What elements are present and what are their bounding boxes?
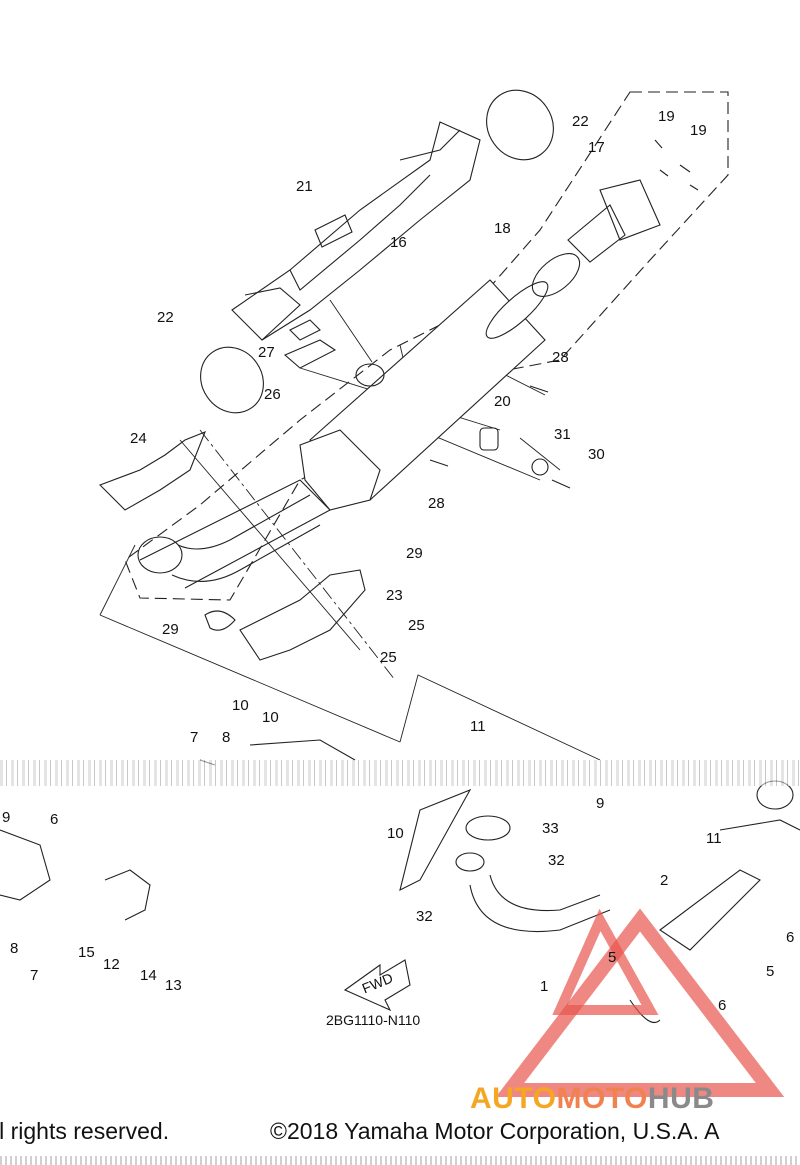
callout-5b: 5: [766, 963, 774, 980]
callout-7b: 7: [30, 967, 38, 984]
callout-24: 24: [130, 430, 147, 447]
lower-heat-shields: [99, 431, 366, 661]
callout-8a: 8: [222, 729, 230, 746]
callout-2: 2: [660, 872, 668, 889]
callout-16: 16: [390, 234, 407, 251]
muffler-clamp-lower: [200, 346, 264, 414]
callout-11b: 11: [706, 830, 722, 847]
callout-23: 23: [386, 587, 403, 604]
upper-heat-shield: [231, 121, 481, 341]
callout-9a: 9: [2, 809, 10, 826]
inlet-pipe: [137, 494, 321, 582]
callout-27: 27: [258, 344, 275, 361]
callout-32a: 32: [416, 908, 433, 925]
callout-20: 20: [494, 393, 511, 410]
callout-6b: 6: [718, 997, 726, 1014]
callout-15: 15: [78, 944, 95, 961]
callout-29a: 29: [406, 545, 423, 562]
callout-22b: 22: [157, 309, 174, 326]
callout-11a: 11: [470, 718, 486, 735]
callout-31: 31: [554, 426, 571, 443]
callout-14: 14: [140, 967, 157, 984]
callout-19a: 19: [658, 108, 675, 125]
end-cap-assembly: [531, 139, 699, 297]
callout-7a: 7: [190, 729, 198, 746]
callout-10b: 10: [262, 709, 279, 726]
assembly-outline: [124, 91, 729, 601]
callout-22a: 22: [572, 113, 589, 130]
callout-13: 13: [165, 977, 182, 994]
callout-9b: 9: [596, 795, 604, 812]
callout-10c: 10: [387, 825, 404, 842]
leader-lines: [99, 299, 601, 761]
header-pipe-assembly: [399, 780, 800, 1024]
footer-scan-edge: [0, 1156, 800, 1165]
callout-18: 18: [494, 220, 511, 237]
callout-19b: 19: [690, 122, 707, 139]
callout-12: 12: [103, 956, 120, 973]
callout-28a: 28: [552, 349, 569, 366]
footer-copyright-text: ©2018 Yamaha Motor Corporation, U.S.A. A: [270, 1118, 720, 1144]
callout-25b: 25: [380, 649, 397, 666]
callout-28b: 28: [428, 495, 445, 512]
callout-30: 30: [588, 446, 605, 463]
automotohub-logo: AUTOMOTOHUB: [470, 1082, 715, 1115]
callout-25a: 25: [408, 617, 425, 634]
scan-tear-band: [0, 760, 800, 786]
callout-6c: 6: [786, 929, 794, 946]
bracket-hardware: [283, 319, 571, 489]
muffler-body: [139, 279, 549, 589]
callout-26: 26: [264, 386, 281, 403]
diagram-code: 2BG1110-N110: [326, 1012, 420, 1028]
callout-1: 1: [540, 978, 548, 995]
callout-32b: 32: [548, 852, 565, 869]
callout-10a: 10: [232, 697, 249, 714]
callout-6a: 6: [50, 811, 58, 828]
muffler-clamp-upper: [486, 89, 554, 161]
callout-21: 21: [296, 178, 313, 195]
callout-5a: 5: [608, 949, 616, 966]
footer-rights-text: ll rights reserved.: [0, 1118, 170, 1144]
callout-33: 33: [542, 820, 559, 837]
callout-17: 17: [588, 139, 605, 156]
callout-29b: 29: [162, 621, 179, 638]
fwd-arrow-shape: [343, 959, 411, 1012]
watermark-triangle: [495, 908, 785, 1097]
callout-8b: 8: [10, 940, 18, 957]
